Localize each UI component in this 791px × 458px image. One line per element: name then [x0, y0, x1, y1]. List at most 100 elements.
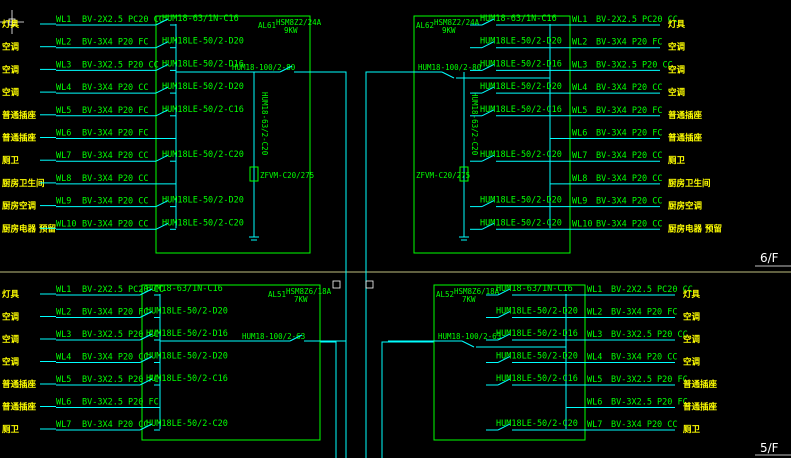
circuit-cable: BV-3X4 P20 FC	[82, 129, 149, 139]
circuit-cable: BV-3X4 P20 FC	[82, 308, 149, 318]
breaker-contact-icon	[155, 63, 169, 71]
circuit-wl: WL1	[572, 15, 587, 25]
panel-spec: HSM8Z6/18A	[454, 287, 500, 296]
circuit-cable: BV-3X2.5 P20 CC	[82, 60, 159, 70]
circuit-wl: WL3	[587, 330, 602, 340]
circuit-wl: WL1	[56, 285, 71, 295]
circuit-breaker: HUM18LE-50/2-C20	[480, 218, 562, 228]
circuit-wl: WL7	[56, 151, 71, 161]
circuit-cable: BV-2X2.5 PC20 CC	[82, 15, 164, 25]
circuit-wl: WL8	[56, 174, 71, 184]
grip-handle-right[interactable]	[365, 280, 374, 289]
circuit-wl: WL8	[572, 174, 587, 184]
circuit-wl: WL10	[572, 219, 592, 229]
circuit-cable: BV-3X4 P20 CC	[611, 420, 678, 430]
circuit-load: 普通插座	[668, 133, 703, 144]
circuit-cable: BV-3X4 P20 CC	[596, 197, 663, 207]
circuit-load: 灯具	[668, 19, 686, 30]
circuit-load: 灯具	[683, 289, 701, 300]
floor-label-6f: 6/F	[760, 251, 779, 265]
circuit-wl: WL3	[56, 330, 71, 340]
feeder-risers	[320, 71, 434, 458]
circuit-load: 普通插座	[2, 379, 37, 390]
circuit-cable: BV-3X2.5 P20 CC	[611, 330, 688, 340]
breaker-contact-icon	[139, 423, 153, 431]
circuit-wl: WL4	[56, 83, 71, 93]
circuit-cable: BV-3X4 P20 CC	[596, 219, 663, 229]
breaker-contact-icon	[155, 154, 169, 162]
grip-handle-left[interactable]	[332, 280, 341, 289]
circuit-wl: WL4	[572, 83, 587, 93]
circuit-load: 空调	[668, 42, 686, 53]
breaker-contact-icon	[139, 288, 153, 296]
circuit-wl: WL5	[572, 106, 587, 116]
circuit-load: 厨房卫生间	[668, 178, 711, 189]
circuit-load: 普通插座	[2, 402, 37, 413]
breaker-contact-icon	[155, 41, 169, 49]
circuit-load: 厕卫	[2, 155, 20, 166]
breaker-contact-icon	[497, 288, 511, 296]
floor-label-5f: 5/F	[760, 441, 779, 455]
breaker-contact-icon	[497, 333, 511, 341]
circuit-wl: WL2	[572, 38, 587, 48]
circuit-cable: BV-3X4 P20 CC	[596, 83, 663, 93]
circuit-load: 灯具	[2, 19, 20, 30]
circuit-load: 厕卫	[2, 424, 20, 435]
circuit-wl: WL7	[56, 420, 71, 430]
circuit-wl: WL2	[587, 308, 602, 318]
circuit-breaker: HUM18LE-50/2-D16	[146, 329, 228, 339]
circuit-load: 厕卫	[668, 155, 686, 166]
breaker-contact-icon	[497, 356, 511, 363]
circuit-breaker: HUM18LE-50/2-D20	[146, 307, 228, 317]
circuit-load: 空调	[2, 334, 20, 345]
circuit-load: 普通插座	[2, 133, 37, 144]
circuit-cable: BV-3X4 P20 CC	[82, 83, 149, 93]
spd-icon	[459, 166, 469, 182]
circuit-cable: BV-2X2.5 PC20 CC	[611, 285, 693, 295]
panel-spec: HSM8Z2/24A	[276, 18, 322, 27]
circuit-load: 空调	[668, 64, 686, 75]
circuit-cable: BV-3X4 P20 CC	[82, 174, 149, 184]
circuit-load: 厨房空调	[668, 201, 703, 212]
circuit-load: 普通插座	[683, 402, 718, 413]
panel-power: 7KW	[462, 295, 476, 304]
panel-power: 9KW	[442, 26, 456, 35]
breaker-contact-icon	[155, 86, 169, 94]
circuit-cable: BV-3X4 P20 CC	[82, 197, 149, 207]
breaker-contact-icon	[481, 41, 495, 49]
panel-spec: HSM8Z6/18A	[286, 287, 332, 296]
circuit-wl: WL7	[587, 420, 602, 430]
circuit-cable: BV-2X2.5 PC20 CC	[596, 15, 678, 25]
circuit-breaker: HUM18LE-50/2-D16	[496, 329, 578, 339]
circuit-load: 灯具	[2, 289, 20, 300]
circuit-breaker: HUM18LE-50/2-C16	[496, 374, 578, 384]
circuit-load: 空调	[683, 334, 701, 345]
circuit-breaker: HUM18LE-50/2-C16	[480, 105, 562, 115]
circuit-cable: BV-3X4 P20 CC	[596, 151, 663, 161]
panel-id: AL52	[436, 290, 454, 299]
circuit-breaker: HUM18-63/1N-C16	[480, 14, 557, 24]
main-breaker-contact	[461, 340, 475, 348]
circuit-breaker: HUM18LE-50/2-D16	[480, 59, 562, 69]
circuit-breaker: HUM18LE-50/2-C16	[162, 105, 244, 115]
circuit-cable: BV-3X4 P20 CC	[82, 151, 149, 161]
